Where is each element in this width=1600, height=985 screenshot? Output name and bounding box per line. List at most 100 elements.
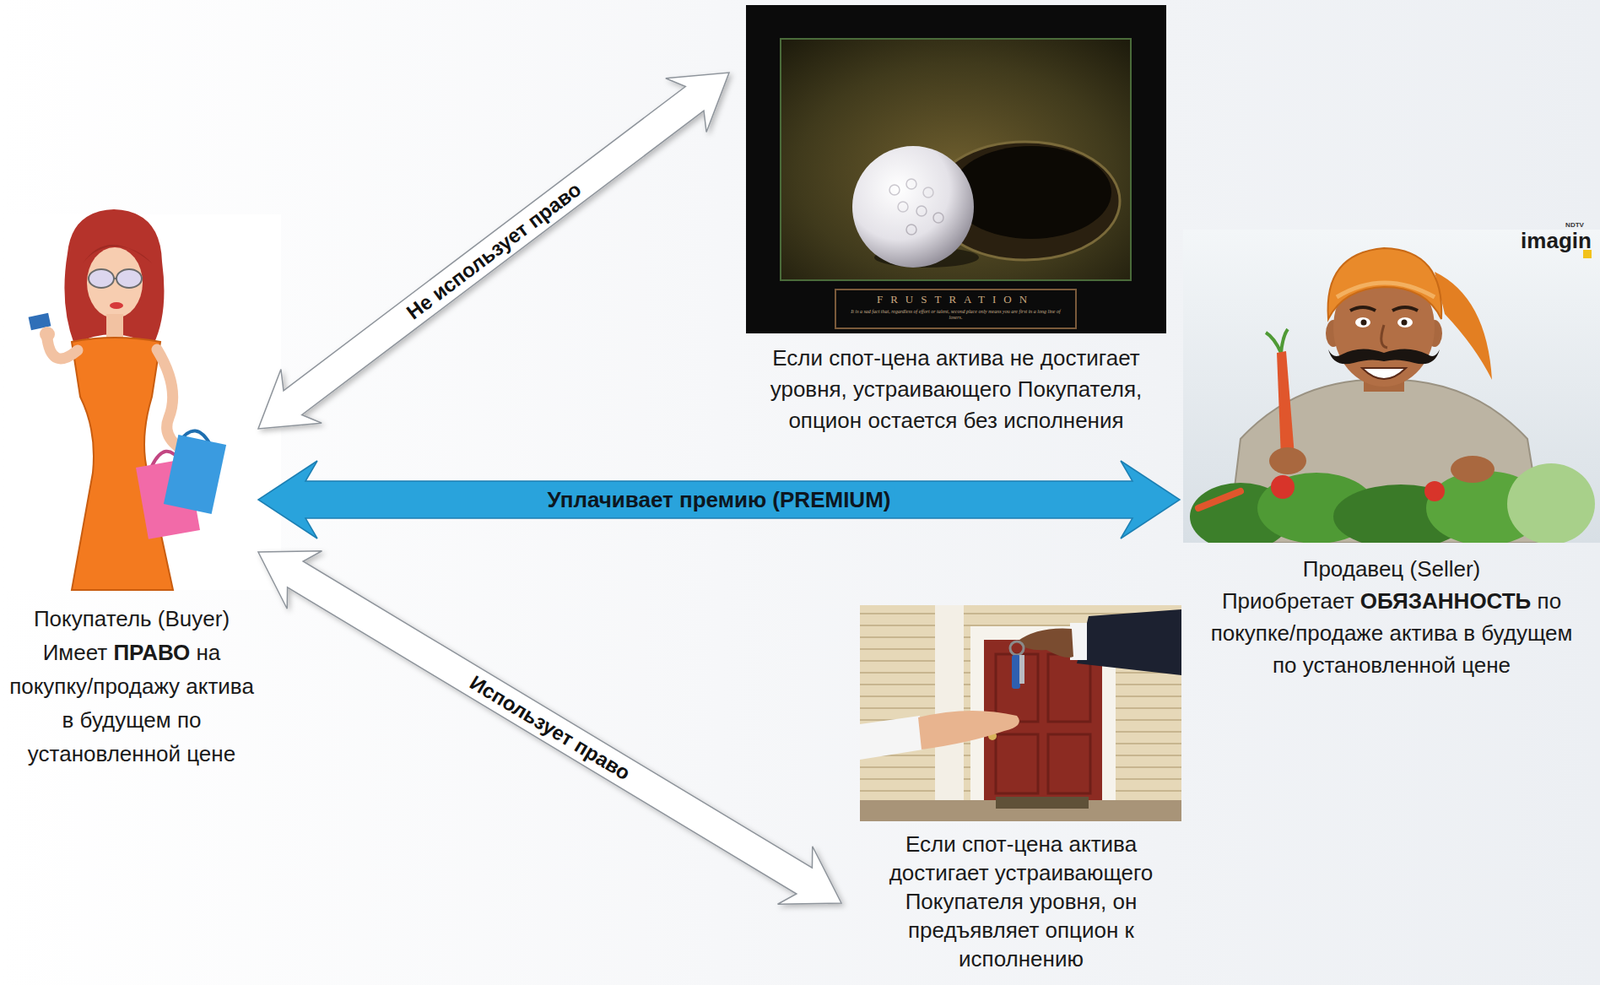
text-run: в — [1463, 620, 1476, 646]
text-run: (Buyer) — [157, 605, 230, 632]
carrot — [1198, 491, 1241, 509]
text-run — [180, 740, 187, 767]
text-run: Если — [772, 345, 823, 371]
turban-fold — [1336, 282, 1435, 298]
outcome-card: Если спот-цена актива не достигает уровн… — [745, 5, 1167, 437]
mustache — [1328, 348, 1440, 364]
buyer-illustration — [5, 209, 282, 590]
seller-card: Продавец (Seller)Приобретает ОБЯЗАННОСТЬ… — [1183, 229, 1600, 682]
text-run: достигает — [889, 859, 990, 886]
text-run: установленной — [1302, 652, 1456, 678]
pupil — [1401, 319, 1408, 326]
eye — [1355, 317, 1371, 328]
door-mat — [995, 796, 1089, 809]
node-heading: Покупатель (Buyer) — [5, 601, 259, 636]
text-run: цене — [186, 740, 236, 767]
text-run: актива — [185, 673, 255, 699]
door-panel — [995, 654, 1038, 722]
text-run: Имеет — [43, 639, 109, 665]
text-run: предъявляет — [908, 917, 1039, 943]
text-run — [997, 407, 1004, 433]
door-panel — [1048, 734, 1091, 794]
node-body: Если спот-цена актива достигает устраива… — [869, 829, 1173, 973]
text-run: актива — [1389, 620, 1458, 646]
text-run: остается — [867, 407, 957, 433]
text-run: по — [1272, 652, 1298, 678]
decline-arrow — [258, 72, 730, 429]
text-run: Продавец — [1302, 556, 1405, 582]
tomato — [1424, 481, 1445, 502]
premium-arrow — [258, 460, 1180, 539]
text-run — [1530, 588, 1537, 614]
node-body: Приобретает ОБЯЗАННОСТЬ по покупке/прода… — [1197, 584, 1586, 682]
text-run — [73, 707, 80, 733]
text-run: установленной — [27, 740, 181, 767]
hand — [1269, 447, 1307, 475]
ball-dimple — [906, 224, 917, 235]
text-run — [1003, 345, 1010, 371]
ball-dimple — [916, 205, 927, 217]
poster-frame — [745, 5, 1167, 334]
neck — [106, 313, 124, 340]
poster-quote: It is a sad fact that, regardless of eff… — [843, 308, 1068, 321]
text-run — [1383, 620, 1390, 646]
text-run: опцион — [1045, 917, 1119, 943]
golf-hole-inner — [951, 145, 1112, 239]
text-run: ПРАВО — [113, 639, 190, 665]
door-panel — [995, 734, 1038, 794]
text-run: Если — [905, 831, 957, 857]
text-run — [1118, 917, 1125, 943]
text-run: исполнению — [958, 945, 1084, 972]
text-run: спот-цена — [828, 345, 930, 371]
text-run: по — [177, 707, 202, 733]
text-run: уровня, — [770, 376, 848, 402]
node-body: Если спот-цена актива не достигает уровн… — [757, 342, 1155, 437]
carrot — [1276, 351, 1295, 458]
text-run — [1297, 652, 1303, 678]
ball-dimple — [889, 184, 900, 195]
text-run — [847, 376, 854, 402]
text-run: достигает — [1040, 345, 1141, 371]
text-run: опцион — [788, 407, 862, 433]
text-run: Покупателя, — [1017, 376, 1142, 402]
sunglass-bridge — [113, 277, 117, 280]
text-run: Приобретает — [1221, 588, 1355, 614]
text-run — [189, 639, 196, 665]
sunglass-lens — [88, 269, 114, 288]
text-run — [1455, 652, 1462, 678]
text-run: по — [1537, 588, 1563, 614]
text-run: в — [62, 707, 75, 733]
suit-sleeve — [1076, 609, 1182, 676]
text-run: Покупателя — [905, 888, 1024, 914]
sunglass-lens — [116, 269, 142, 288]
text-run — [171, 707, 178, 733]
node-heading: Продавец (Seller) — [1197, 552, 1586, 585]
text-run — [989, 859, 995, 886]
text-run — [929, 345, 936, 371]
logo-text: NDTV — [1557, 221, 1592, 229]
text-run — [179, 673, 186, 699]
golf-poster — [745, 5, 1167, 334]
seller-photo — [1183, 229, 1600, 543]
poster-title-frame — [835, 289, 1076, 329]
outcome-card: Если спот-цена актива достигает устраива… — [848, 605, 1195, 973]
eye — [1397, 317, 1413, 328]
text-run: будущем — [1481, 620, 1573, 646]
text-run: спот-цена — [962, 831, 1063, 857]
text-run: (Seller) — [1409, 556, 1481, 582]
text-run: на — [196, 639, 222, 665]
lips — [109, 302, 124, 309]
text-run — [861, 407, 868, 433]
text-run: Покупатель — [33, 605, 152, 632]
arm — [47, 339, 78, 359]
text-run: к — [1124, 917, 1135, 943]
exercise-arrow — [258, 551, 842, 905]
text-run — [956, 831, 963, 857]
text-run: устраивающего — [994, 859, 1153, 886]
text-run: ОБЯЗАННОСТЬ — [1360, 588, 1532, 614]
text-run: покупку/продажу — [9, 673, 180, 699]
text-run — [107, 639, 114, 665]
key-ring — [1010, 641, 1024, 655]
text-run — [1354, 588, 1361, 614]
cabbage — [1507, 463, 1595, 543]
